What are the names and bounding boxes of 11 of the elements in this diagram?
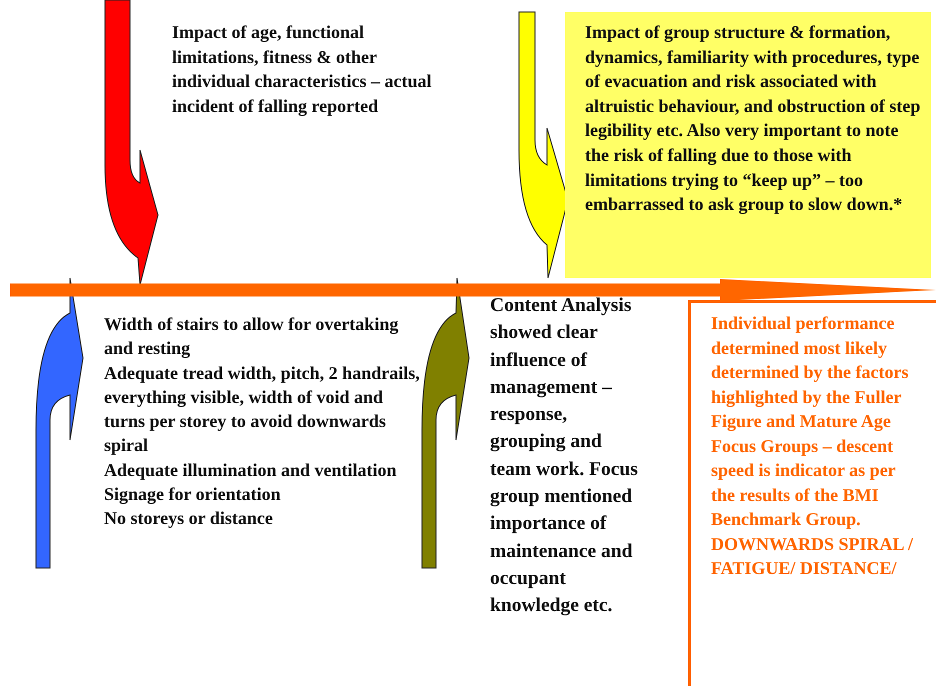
annotation-text: No storeys or distance xyxy=(104,507,274,530)
annotation-text: Impact of age, functional limitations, fitness & other individual characteristics – actual incident of falling reported xyxy=(172,21,432,118)
annotation-text: Content Analysis showed clear influence of management – response, grouping and team work. Focus group mentioned importance of maintenance and occupant knowledge etc. xyxy=(490,294,639,618)
annotation-text: Adequate illumination and ventilation xyxy=(104,458,398,482)
note-box xyxy=(565,12,931,278)
note-text: Individual performance determined most likely determined by the factors highlighted by the Fuller Figure and Mature Age Focus Groups – descent speed is indicator as per the results of the BMI Benchmark Group. DOWNWARDS SPIRAL / FATIGUE/ DISTANCE/ xyxy=(711,312,914,580)
annotation-text: Adequate tread width, pitch, 2 handrails, everything visible, width of void and turns per storey to avoid downwards spiral xyxy=(104,362,421,458)
callout-box xyxy=(688,300,936,686)
annotation-text: Signage for orientation xyxy=(104,483,282,506)
annotation-text: Width of stairs to allow for overtaking and resting xyxy=(104,313,400,360)
note-text: Impact of group structure & formation, dynamics, familiarity with procedures, type of evacuation and risk associated with altruistic behaviour, and obstruction of step legibility etc. Also very important to note the risk of falling due to those with limitations trying to “keep up” – too embarrassed to ask group to slow down.* xyxy=(585,21,922,216)
